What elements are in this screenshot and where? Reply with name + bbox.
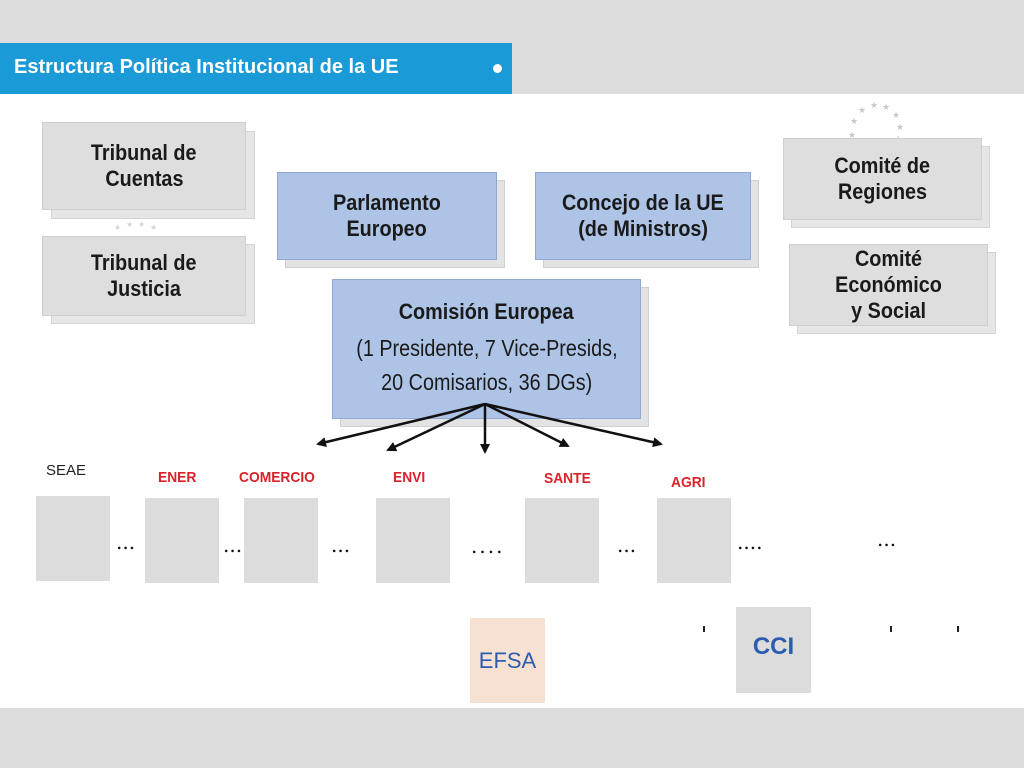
svg-text:★: ★: [870, 101, 878, 111]
svg-text:★: ★: [114, 223, 121, 232]
ellipsis: ...: [223, 533, 243, 557]
arrow-to-sante: [484, 402, 570, 448]
parlamento-line-1: Parlamento: [333, 190, 441, 215]
comite-regiones-box: Comité de Regiones: [783, 138, 982, 220]
agency-efsa-label: EFSA: [478, 647, 537, 673]
tick-mark: [703, 626, 705, 632]
tribunal-cuentas-line-1: Tribunal de: [91, 140, 197, 165]
ellipsis: ....: [737, 530, 763, 554]
eu-stars-small-icon: ★ ★ ★ ★: [114, 220, 157, 232]
ellipsis: ...: [877, 527, 897, 551]
consejo-line-2: (de Ministros): [578, 216, 708, 241]
comision-title: Comisión Europea: [399, 299, 574, 324]
tribunal-de-cuentas-box: Tribunal de Cuentas: [42, 122, 246, 210]
svg-text:★: ★: [150, 223, 157, 232]
consejo-ue-box: Concejo de la UE (de Ministros): [535, 172, 751, 260]
comision-line-3: 20 Comisarios, 36 DGs): [380, 369, 593, 395]
bullet-dot-icon: [493, 64, 502, 73]
svg-text:★: ★: [896, 123, 904, 133]
tribunal-cuentas-line-2: Cuentas: [104, 166, 184, 191]
arrow-to-comercio: [386, 402, 486, 452]
svg-text:★: ★: [126, 220, 133, 229]
tick-mark: [890, 626, 892, 632]
dg-box-envi: [376, 498, 450, 583]
svg-text:★: ★: [138, 220, 145, 229]
dg-label-envi: ENVI: [393, 469, 426, 486]
comision-line-2: (1 Presidente, 7 Vice-Presids,: [355, 335, 618, 361]
agency-cci-box: CCI: [736, 607, 811, 693]
ellipsis: ...: [617, 533, 637, 557]
agency-efsa-box: EFSA: [470, 618, 545, 703]
dg-label-sante: SANTE: [544, 470, 591, 487]
comite-economico-box: Comité Económico y Social: [789, 244, 988, 326]
title-bar: Estructura Política Institucional de la …: [0, 43, 512, 94]
comision-europea-box: Comisión Europea (1 Presidente, 7 Vice-P…: [332, 279, 641, 419]
dg-label-agri: AGRI: [671, 474, 706, 491]
comite-economico-line-2: y Social: [851, 298, 926, 323]
svg-text:★: ★: [850, 117, 858, 127]
tribunal-justicia-line-1: Tribunal de: [91, 250, 197, 275]
svg-text:★: ★: [858, 106, 866, 116]
dg-box-ener: [145, 498, 219, 583]
parlamento-europeo-box: Parlamento Europeo: [277, 172, 497, 260]
arrow-to-agri: [484, 402, 663, 448]
dg-box-sante: [525, 498, 599, 583]
svg-text:★: ★: [882, 103, 890, 113]
arrow-to-ener: [316, 402, 486, 447]
dg-box-seae: [36, 496, 110, 581]
comite-regiones-line-2: Regiones: [837, 179, 928, 204]
tribunal-de-justicia-box: Tribunal de Justicia: [42, 236, 246, 316]
dg-box-agri: [657, 498, 731, 583]
dg-label-seae: SEAE: [46, 462, 87, 479]
dg-label-ener: ENER: [158, 469, 197, 486]
agency-cci-label: CCI: [752, 633, 795, 660]
comite-regiones-line-1: Comité de: [834, 153, 931, 178]
dg-label-comercio: COMERCIO: [239, 469, 315, 486]
page-title: Estructura Política Institucional de la …: [14, 56, 399, 78]
svg-text:★: ★: [892, 111, 900, 121]
tick-mark: [957, 626, 959, 632]
dg-box-comercio: [244, 498, 318, 583]
svg-text:★: ★: [848, 131, 856, 141]
consejo-line-1: Concejo de la UE: [562, 190, 724, 215]
tribunal-justicia-line-2: Justicia: [107, 276, 181, 301]
ellipsis: ...: [116, 530, 136, 554]
parlamento-line-2: Europeo: [346, 216, 428, 241]
ellipsis: ...: [331, 533, 351, 557]
comite-economico-line-1: Comité Económico: [835, 246, 942, 297]
ellipsis: ....: [471, 534, 505, 558]
